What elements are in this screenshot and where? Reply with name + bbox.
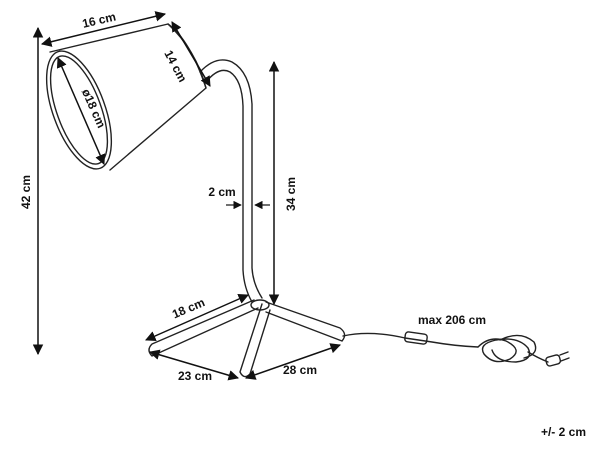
lamp-drawing xyxy=(45,23,570,378)
label-base-leg-18: 18 cm xyxy=(170,295,207,321)
label-base-leg-28: 28 cm xyxy=(283,363,317,377)
power-cable xyxy=(342,331,570,367)
label-shade-height: 14 cm xyxy=(161,48,189,85)
label-tube-diameter: 2 cm xyxy=(208,185,235,199)
lamp-shade xyxy=(45,23,207,171)
inline-switch-icon xyxy=(404,331,428,345)
label-cable-length: max 206 cm xyxy=(418,313,486,327)
dimension-lines xyxy=(32,11,341,381)
label-tolerance: +/- 2 cm xyxy=(541,425,586,439)
dimension-labels: 16 cm 14 cm ø18 cm 42 cm 2 cm 34 cm 18 c… xyxy=(19,9,586,439)
label-base-leg-23: 23 cm xyxy=(178,369,212,383)
lamp-arm xyxy=(199,59,263,303)
plug-icon xyxy=(545,351,570,367)
label-arm-height: 34 cm xyxy=(284,177,298,211)
label-shade-diameter: ø18 cm xyxy=(79,87,109,130)
label-total-height: 42 cm xyxy=(19,175,33,209)
